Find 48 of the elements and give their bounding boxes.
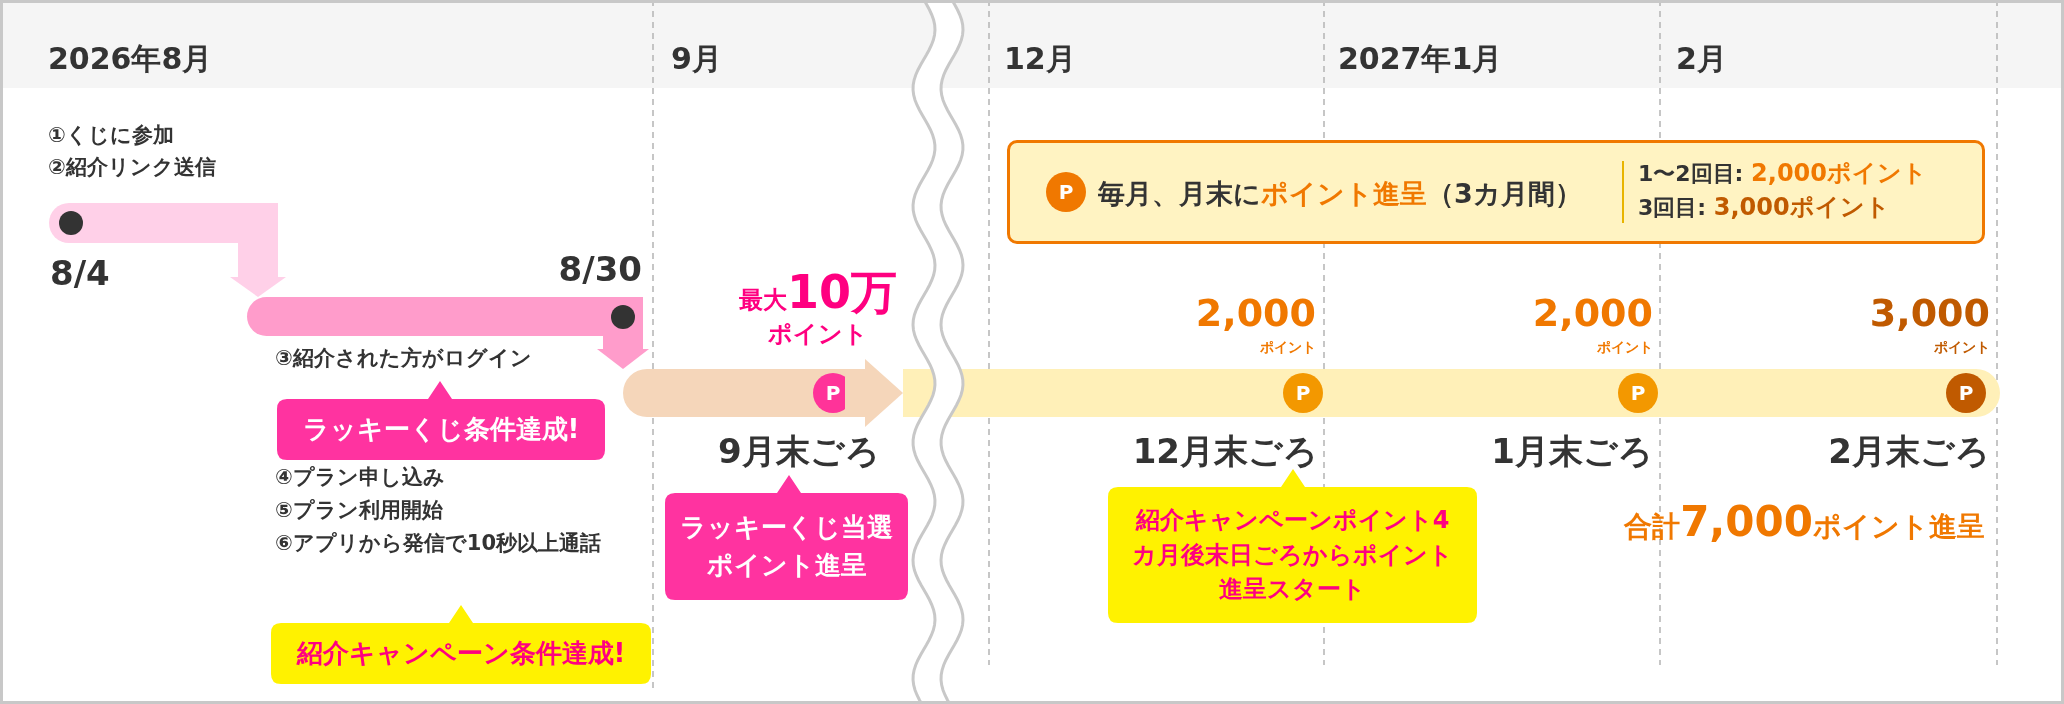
point-badge: P [1283,373,1323,413]
month-heading: 2027年1月 [1338,41,1503,77]
date-label: 1月末ごろ [1491,431,1653,472]
timeline-bar [247,297,643,336]
points-unit: ポイント [1597,339,1653,356]
total-points-text: 合計7,000ポイント進呈 [1624,497,1985,548]
points-schedule-text: 1〜2回目: 2,000ポイント [1638,158,1927,189]
points-amount: 2,000 [1532,291,1653,337]
timeline-bar [49,203,278,243]
callout-text: ラッキーくじ当選ポイント進呈 [679,510,894,582]
step-text: ①くじに参加 [48,123,174,149]
callout-text: ラッキーくじ条件達成! [302,412,580,446]
step-text: ⑤プラン利用開始 [275,498,443,524]
speech-bubble [1108,469,1477,623]
speech-bubble [277,381,605,460]
point-badge: P [1618,373,1658,413]
points-unit: ポイント [1260,339,1316,356]
step-text: ②紹介リンク送信 [48,155,216,181]
month-heading: 12月 [1004,41,1076,77]
points-unit: ポイント [1934,339,1990,356]
month-heading: 2月 [1676,41,1727,77]
date-label: 2月末ごろ [1828,431,1990,472]
speech-bubble [271,605,651,684]
date-label: 9月末ごろ [718,431,880,472]
max-points-text: 最大10万ポイント [738,265,898,349]
timeline-bar [623,369,845,417]
arrow [230,243,286,297]
info-banner [1007,140,1985,244]
point-badge: P [1946,373,1986,413]
points-schedule-text: 3回目: 3,000ポイント [1638,192,1890,223]
banner-text: 毎月、月末にポイント進呈（3カ月間） [1098,177,1582,211]
step-text: ⑥アプリから発信で10秒以上通話 [275,531,601,557]
speech-bubble [665,475,908,600]
arrow [597,336,649,369]
callout-text: 紹介キャンペーンポイント4カ月後末日ごろからポイント進呈スタート [1131,504,1454,606]
points-amount: 3,000 [1869,291,1990,337]
points-amount: 2,000 [1195,291,1316,337]
point-badge: P [1046,172,1086,212]
date-label: 8/4 [50,253,110,294]
step-text: ④プラン申し込み [275,465,445,491]
step-text: ③紹介された方がログイン [275,346,532,372]
month-heading: 2026年8月 [48,41,213,77]
callout-text: 紹介キャンペーン条件達成! [296,636,626,670]
month-heading: 9月 [671,41,722,77]
date-label: 8/30 [558,249,642,290]
date-label: 12月末ごろ [1132,431,1318,472]
arrow [845,359,903,427]
timeline-bar [903,369,2000,417]
